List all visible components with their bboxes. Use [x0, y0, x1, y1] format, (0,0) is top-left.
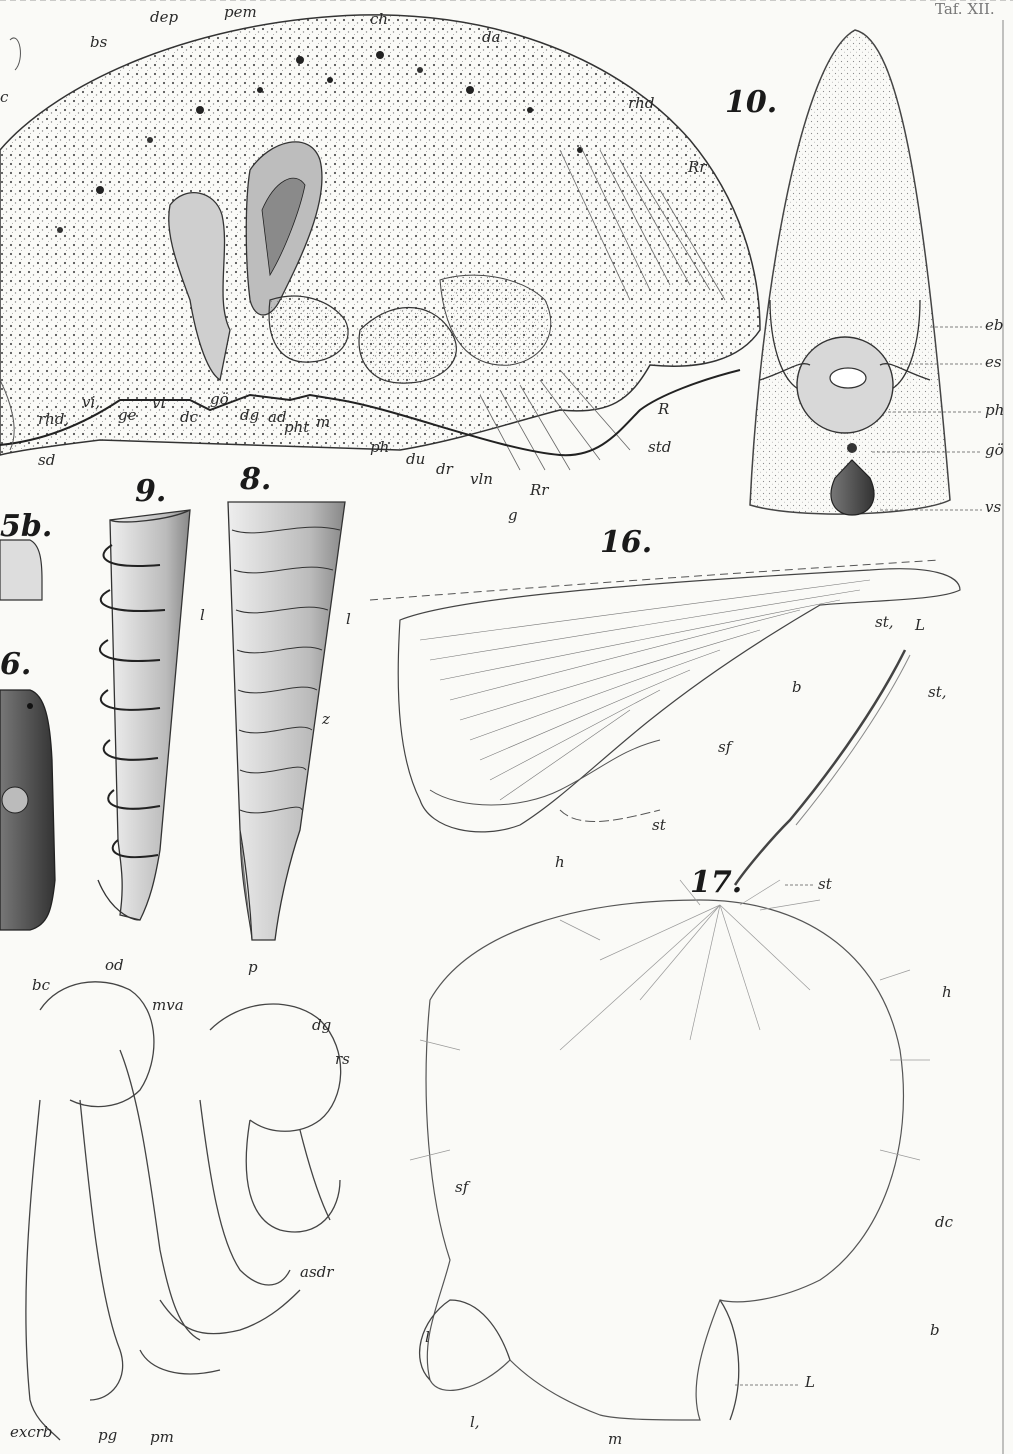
label-fig17-m: m [608, 1432, 622, 1447]
bottom-left-diagram [26, 982, 341, 1440]
fig7-section [0, 15, 760, 470]
label-fig7-c: c [0, 90, 8, 105]
label-fig8-l: l [346, 612, 351, 627]
fig9-spiral [98, 510, 190, 920]
label-fig7-dr: dr [436, 462, 453, 477]
label-fig16-h: h [555, 855, 565, 870]
label-bl-mva: mva [152, 998, 184, 1013]
label-fig7-pht: pht [284, 420, 309, 435]
label-fig7-go: gö [210, 392, 229, 407]
fig5b-fragment [0, 540, 42, 600]
label-fig17-b: b [930, 1323, 940, 1338]
label-fig17-L: L [805, 1375, 815, 1390]
label-bl-rs: rs [335, 1052, 350, 1067]
label-fig7-R: R [658, 402, 669, 417]
plate-header: Taf. XII. [935, 2, 995, 17]
label-fig10-ph: ph [985, 403, 1004, 418]
label-bl-excrb: excrb [10, 1425, 53, 1440]
label-fig16-sf: sf [718, 740, 731, 755]
label-fig17-l: l [425, 1330, 430, 1345]
label-fig8-z: z [322, 712, 330, 727]
label-fig7-ph: ph [370, 440, 389, 455]
figure-number-16: 16. [600, 528, 652, 558]
label-fig7-dep: dep [150, 10, 178, 25]
fig16-structure [370, 560, 960, 832]
label-fig7-g: g [508, 508, 518, 523]
figure-number-8: 8. [240, 465, 271, 495]
label-fig7-dc: dc [180, 410, 198, 425]
label-fig7-bs: bs [90, 35, 107, 50]
label-fig10-es: es [985, 355, 1002, 370]
label-fig17-h: h [942, 985, 952, 1000]
label-fig16-st: st [652, 818, 666, 833]
label-fig7-rhd-prime: rhd, [38, 412, 69, 427]
figure-number-17: 17. [690, 868, 742, 898]
label-fig7-sd: sd [38, 453, 55, 468]
label-fig10-go: gö [985, 443, 1004, 458]
label-bl-asdr: asdr [300, 1265, 333, 1280]
label-fig7-da: da [482, 30, 501, 45]
label-fig16-st-prime-2: st, [928, 685, 947, 700]
fig6-fragment [0, 690, 55, 930]
label-bl-od: od [105, 958, 124, 973]
label-fig9-l: l [200, 608, 205, 623]
label-fig7-vln: vln [470, 472, 493, 487]
label-fig7-std: std [648, 440, 671, 455]
figure-number-6: 6. [0, 650, 31, 680]
label-fig16-b: b [792, 680, 802, 695]
fig17-leaders [735, 885, 815, 1385]
label-bl-pg: pg [98, 1428, 117, 1443]
label-fig17-st: st [818, 877, 832, 892]
label-fig7-m: m [316, 415, 330, 430]
label-fig7-ge: ge [118, 408, 136, 423]
label-fig16-st-prime: st, [875, 615, 894, 630]
label-fig7-vi-prime: vi, [82, 395, 100, 410]
label-fig7-Rr: Rr [688, 160, 706, 175]
fig17-body [410, 650, 930, 1420]
label-fig10-eb: eb [985, 318, 1003, 333]
label-fig10-vs: vs [985, 500, 1001, 515]
label-bl-bc: bc [32, 978, 50, 993]
label-bl-dg: dg [312, 1018, 331, 1033]
label-fig7-dg: dg [240, 408, 259, 423]
label-fig7-du: du [406, 452, 425, 467]
label-fig17-dc: dc [935, 1215, 953, 1230]
figure-number-9: 9. [135, 477, 166, 507]
fig10-genital-pore [847, 443, 857, 453]
figure-number-10: 10. [725, 88, 777, 118]
label-fig7-ch: ch [370, 12, 388, 27]
figure-number-5b: 5b. [0, 512, 52, 542]
label-fig7-vi: vi [152, 396, 165, 411]
label-fig7-pem: pem [224, 5, 257, 20]
label-fig7-Rr-lower: Rr [530, 483, 548, 498]
label-fig17-l-prime: l, [470, 1415, 480, 1430]
label-fig16-L: L [915, 618, 925, 633]
label-fig17-sf: sf [455, 1180, 468, 1195]
label-bl-pm: pm [150, 1430, 174, 1445]
label-fig8-p: p [248, 960, 258, 975]
label-fig7-rhd: rhd [628, 96, 654, 111]
fig10-body [750, 30, 950, 515]
